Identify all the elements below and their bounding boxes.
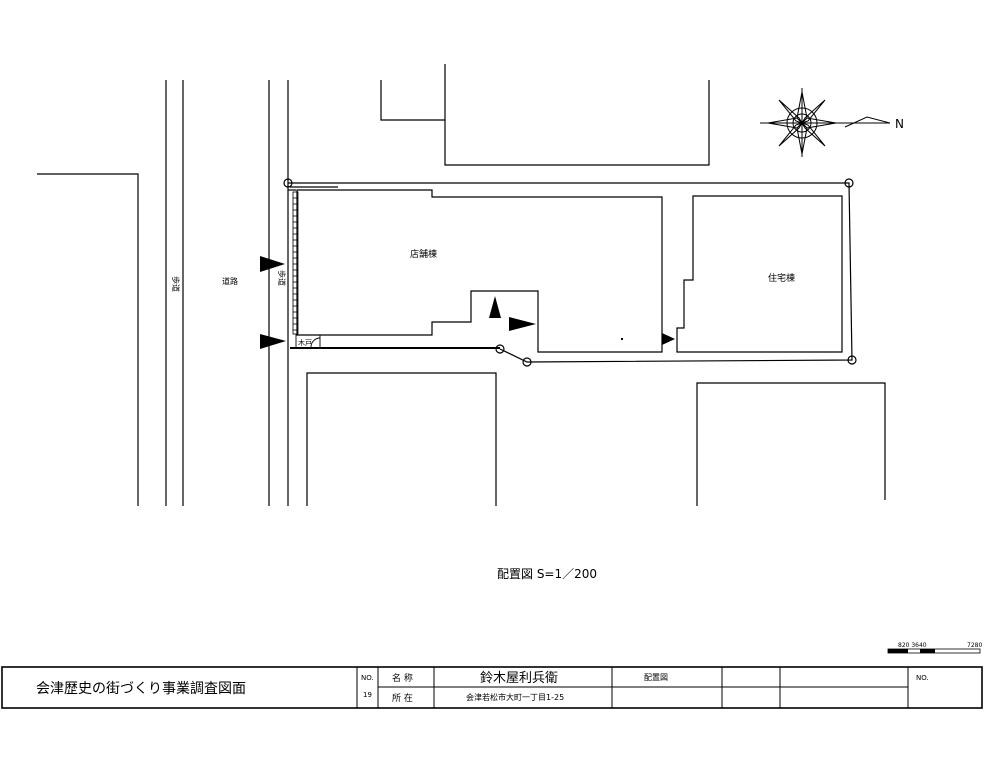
address-value: 会津若松市大町一丁目1-25 [466, 692, 564, 702]
name-value: 鈴木屋利兵衛 [480, 671, 558, 686]
gate-label: 木戸 [298, 338, 312, 347]
entrance-arrow-icon [662, 333, 675, 345]
neighbor-buildings [37, 64, 886, 506]
street-lines [165, 80, 289, 506]
no-value: 19 [363, 691, 372, 699]
compass-rose-icon [760, 88, 891, 157]
drawing-caption: 配置図 S=1／200 [497, 567, 597, 581]
title-block [1, 666, 983, 709]
wall-hatching [292, 191, 299, 335]
house-building-outline [676, 195, 843, 353]
dot-mark [621, 338, 623, 340]
sidewalk-left-label: 歩道 [171, 276, 181, 292]
name-label: 名 称 [392, 672, 413, 684]
no-label: NO. [361, 674, 374, 682]
house-building-label: 住宅棟 [768, 272, 795, 284]
sidewalk-right-label: 歩道 [277, 270, 287, 286]
road-label: 道路 [222, 276, 238, 286]
scale-label-start: 820 3640 [898, 642, 927, 649]
scale-label-end: 7280 [967, 642, 982, 649]
drawing-title: 配置図 [644, 673, 668, 682]
gate-symbol [295, 334, 321, 349]
north-label: N [895, 117, 904, 131]
entrance-arrow-icon [260, 334, 286, 349]
entrance-arrow-icon [260, 256, 285, 272]
no-label-right: NO. [916, 674, 929, 682]
entrance-arrows [260, 256, 675, 349]
project-title: 会津歴史の街づくり事業調査図面 [36, 681, 246, 697]
scale-bar: 820 3640 7280 [887, 642, 982, 654]
shop-building-outline [296, 189, 663, 353]
address-label: 所 在 [392, 692, 413, 704]
entrance-arrow-icon [489, 296, 501, 318]
site-boundary [283, 178, 857, 367]
entrance-arrow-icon [509, 317, 536, 331]
shop-building-label: 店舗棟 [410, 248, 437, 260]
